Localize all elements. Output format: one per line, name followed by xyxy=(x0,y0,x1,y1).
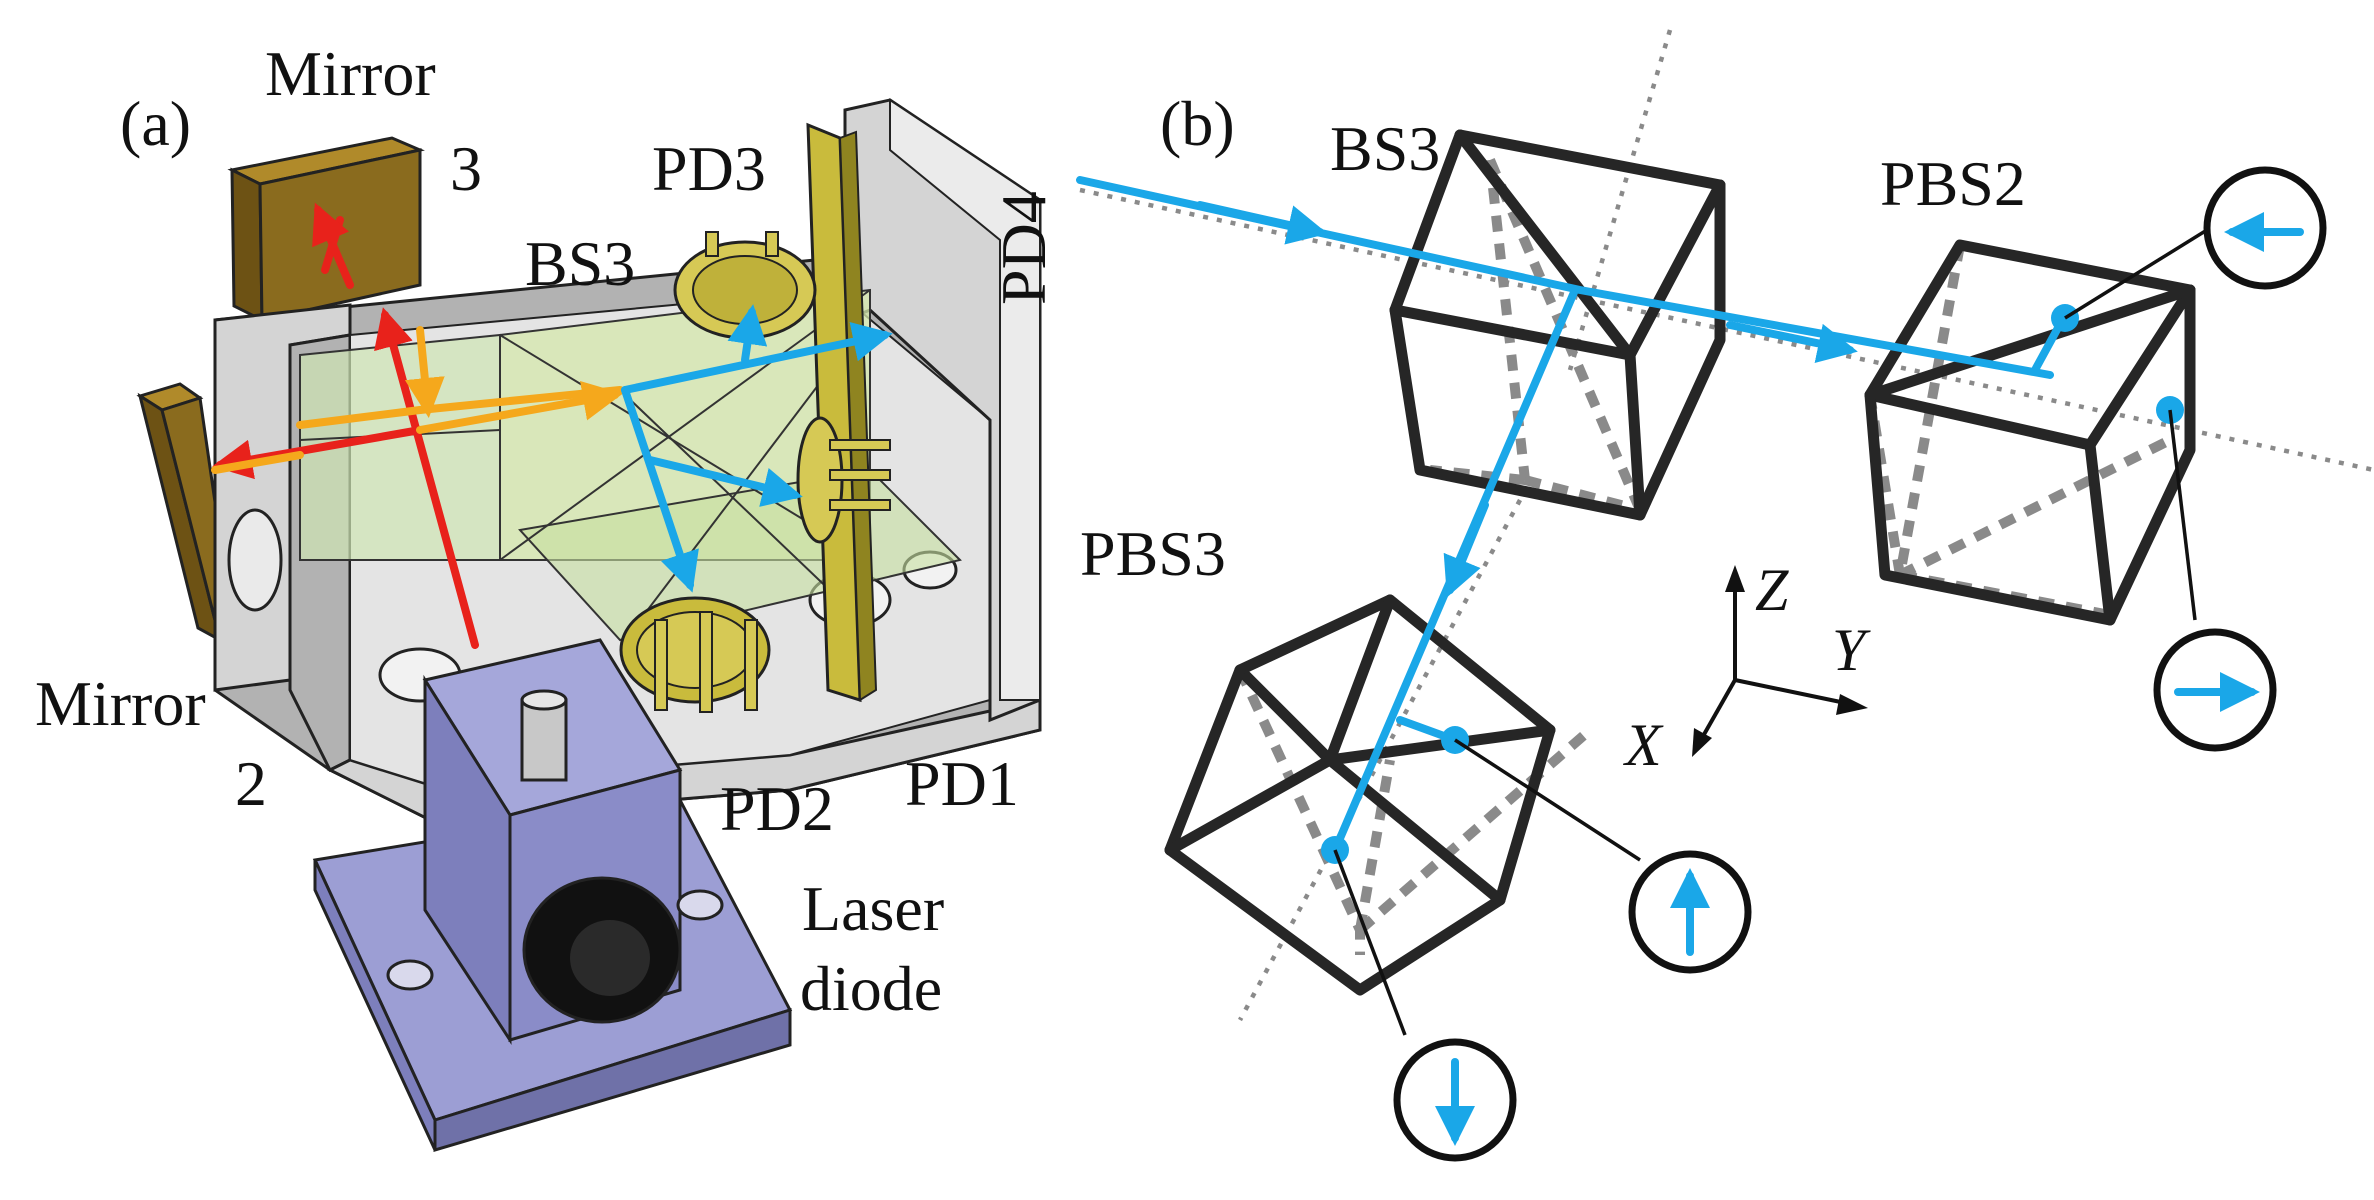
panel-b-tag: (b) xyxy=(1160,88,1235,159)
pbs3-cube xyxy=(1164,594,1594,996)
leader-lines xyxy=(1333,223,2216,1036)
blue-beam-to-pd3 xyxy=(727,304,768,364)
pbs3-label: PBS3 xyxy=(1080,518,1226,589)
axis-z-label: Z xyxy=(1755,557,1789,623)
pd3-detector xyxy=(673,231,817,340)
mirror2-label-line1: Mirror xyxy=(35,668,206,739)
polarization-down-icon xyxy=(1393,1038,1517,1162)
polarization-up-icon xyxy=(1628,850,1752,974)
pd1-label: PD1 xyxy=(905,748,1019,819)
orange-beam-to-bs3 xyxy=(416,380,623,434)
laser-label-line2: diode xyxy=(800,953,942,1024)
pbs2-cube xyxy=(1864,239,2196,626)
mirror2-label-line2: 2 xyxy=(235,748,267,819)
orange-beam-lower xyxy=(296,406,424,429)
optical-axis-y xyxy=(1079,187,2374,473)
axis-y-label: Y xyxy=(1832,617,1871,683)
pd2-detector xyxy=(619,596,771,713)
coordinate-axes: Z Y X xyxy=(1623,557,1871,778)
laser-label-line1: Laser xyxy=(802,873,944,944)
blue-beam-to-pd1 xyxy=(646,456,803,507)
bs3-label-a: BS3 xyxy=(525,228,635,299)
red-beam-vertical xyxy=(374,307,479,649)
input-beam-arrow xyxy=(1196,201,1328,245)
pbs2-label: PBS2 xyxy=(1880,148,2026,219)
pd3-label: PD3 xyxy=(652,133,766,204)
blue-beam-down xyxy=(621,386,699,593)
axis-x-label: X xyxy=(1623,712,1664,778)
mirror3-label-line1: Mirror xyxy=(265,38,436,109)
panel-a-beams xyxy=(211,202,893,649)
red-beam-horizontal xyxy=(212,426,424,480)
transmitted-beam-arrow xyxy=(1726,321,1858,364)
blue-beam-to-pd4 xyxy=(621,322,893,394)
panel-a: (a) Mirror 3 PD3 PD4 BS3 Mirror 2 PD2 PD… xyxy=(35,38,1059,1153)
panel-a-labels: (a) Mirror 3 PD3 PD4 BS3 Mirror 2 PD2 PD… xyxy=(35,38,1059,1024)
mirror3-label-line2: 3 xyxy=(450,133,482,204)
pd4-label: PD4 xyxy=(988,191,1059,305)
red-beam-to-mirror3 xyxy=(312,202,354,289)
bs3-label-b: BS3 xyxy=(1330,113,1440,184)
pd4-plate xyxy=(806,122,878,703)
panel-a-tag: (a) xyxy=(120,88,191,159)
laser-diode-mount xyxy=(312,638,793,1153)
pd2-label: PD2 xyxy=(720,773,834,844)
panel-b: (b) xyxy=(1076,29,2374,1162)
orange-beam-vertical xyxy=(404,326,445,418)
orange-beam-left xyxy=(211,451,304,474)
optical-axis-bs3-vertical xyxy=(1567,29,1673,371)
reflected-beam-arrow xyxy=(1443,501,1489,598)
polarization-left-icon xyxy=(2203,166,2327,290)
polarization-right-icon xyxy=(2153,628,2277,752)
